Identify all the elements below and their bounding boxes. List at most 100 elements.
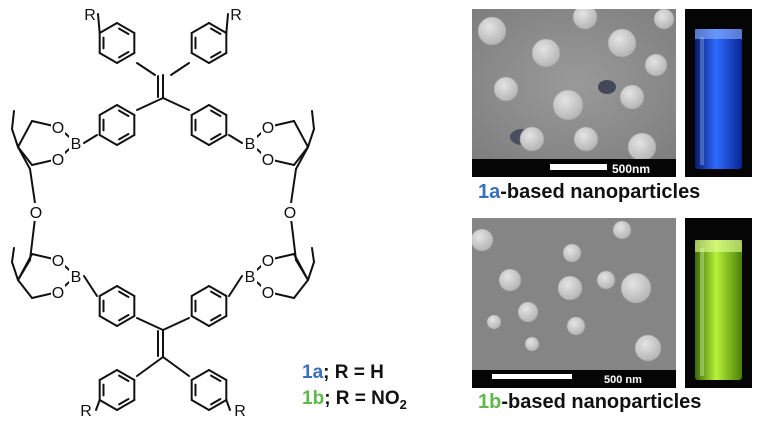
ring-mid-left-bond [98, 134, 118, 146]
nanoparticle [517, 301, 539, 323]
b-aryl-bond [83, 275, 98, 297]
vial-1b [685, 218, 752, 388]
ring-mid-left-double-bond [118, 133, 130, 141]
ring-bottom-right-bond [190, 285, 210, 297]
ring-bottom-right-bond [190, 315, 210, 327]
r-label-top-left-mask [83, 5, 97, 23]
ring-top-left-double-bond [118, 51, 130, 59]
ring-mid-left-bond [116, 104, 136, 116]
boronate-bottom-left-oxygen-2-mask [51, 283, 65, 301]
boronate-bottom-right-oxygen-2-mask [261, 283, 275, 301]
boronate-top-left-boron: B [71, 136, 82, 153]
ring-top-right-double-bond [210, 27, 222, 35]
boronate-bottom-left-boron-mask [69, 267, 83, 285]
caption-1b-id: 1b [478, 391, 502, 413]
ring-mid-right-bond [190, 134, 210, 146]
ring-bottom-left-bond [116, 285, 136, 297]
ring-lower-right-double-bond [210, 374, 222, 382]
r-bond [225, 13, 229, 34]
nanoparticle [653, 9, 675, 30]
caption-1a-text: -based nanoparticles [500, 181, 701, 203]
caption-1a: 1a-based nanoparticles [478, 181, 700, 204]
sem-image-1b: 500 nm [472, 218, 676, 388]
boronate-bottom-left-boron: B [71, 269, 82, 286]
nanoparticle [573, 126, 599, 152]
legend-1b: 1b; R = NO2 [302, 388, 407, 412]
boronate-top-left-oxygen-1-mask [51, 118, 65, 136]
r-label-bottom-left: R [80, 403, 92, 420]
boronate-top-right-oxygen-1-mask [261, 118, 275, 136]
legend-1b-text: ; R = NO [324, 388, 400, 409]
nanoparticle [612, 220, 632, 240]
ring-lower-left-bond [116, 399, 136, 411]
boronate-top-left-oxygen-2-mask [51, 150, 65, 168]
ether-oxygen-left-mask [29, 203, 43, 221]
ring-lower-right-bond [190, 369, 210, 381]
ring-bottom-left-bond [116, 315, 136, 327]
ring-bottom-left-bond [98, 315, 118, 327]
ring-mid-left-double-bond [118, 109, 130, 117]
alkene-bond [136, 62, 156, 76]
sem-image-1b-graphic: 500 nm [472, 218, 676, 388]
legend-1a: 1a; R = H [302, 362, 384, 384]
r-label-bottom-right-mask [233, 401, 247, 419]
ethyl-bond [307, 128, 315, 148]
ethyl-bond [11, 110, 15, 130]
caption-1b-text: -based nanoparticles [501, 391, 702, 413]
ring-mid-right-bond [208, 104, 228, 116]
boronate-top-right-boron: B [245, 136, 256, 153]
ring-lower-right-double-bond [210, 398, 222, 406]
r-bond [95, 399, 101, 411]
ring-lower-right-bond [190, 399, 210, 411]
nanoparticle [552, 89, 584, 121]
vial-1b-graphic [695, 240, 742, 380]
ether-oxygen-left: O [30, 205, 42, 222]
legend-1b-subscript: 2 [399, 396, 407, 412]
boronate-top-left-oxygen-1: O [52, 120, 64, 137]
ether-bond [17, 259, 31, 281]
b-aryl-bond [83, 134, 98, 144]
alkene-bond [170, 62, 190, 76]
nanoparticle [472, 228, 494, 252]
nanoparticle [493, 76, 519, 102]
boronate-top-left-oxygen-2: O [52, 152, 64, 169]
ring-mid-right-bond [208, 134, 228, 146]
ring-lower-left-bond [98, 369, 118, 381]
nanoparticle [477, 16, 507, 46]
sem-image-1a-graphic: 500nm [472, 9, 676, 177]
r-bond [97, 13, 101, 34]
caption-1a-id: 1a [478, 181, 501, 203]
boronate-top-right-oxygen-1: O [262, 120, 274, 137]
ring-bottom-right-double-bond [210, 290, 222, 298]
alkene-bond [136, 356, 164, 377]
legend-1a-id: 1a [302, 362, 324, 383]
alkene-bond [162, 317, 190, 331]
r-label-top-left: R [84, 7, 96, 24]
ring-lower-right-bond [208, 399, 228, 411]
boronate-top-left-bond [17, 120, 33, 148]
nanoparticle [557, 275, 583, 301]
ethyl-bond [11, 128, 19, 148]
boronate-bottom-right-oxygen-1: O [262, 253, 274, 270]
nanoparticle [619, 84, 645, 110]
ring-top-right-bond [190, 22, 210, 34]
ether-oxygen-right-mask [283, 203, 297, 221]
ethyl-bond [311, 247, 315, 263]
nanoparticle [566, 316, 586, 336]
ring-top-right-bond [190, 52, 210, 64]
r-label-bottom-left-mask [79, 401, 93, 419]
ring-lower-left-bond [116, 369, 136, 381]
ring-bottom-left-double-bond [118, 290, 130, 298]
ring-lower-left-double-bond [118, 398, 130, 406]
ring-mid-left-bond [116, 134, 136, 146]
vial-1a [685, 9, 752, 177]
alkene-bond [162, 97, 190, 111]
ring-mid-right-double-bond [210, 133, 222, 141]
ring-mid-left-bond [98, 104, 118, 116]
nanoparticle [486, 314, 502, 330]
nanoparticle [519, 126, 545, 152]
nanoparticle [562, 243, 582, 263]
alkene-bond [136, 97, 164, 111]
